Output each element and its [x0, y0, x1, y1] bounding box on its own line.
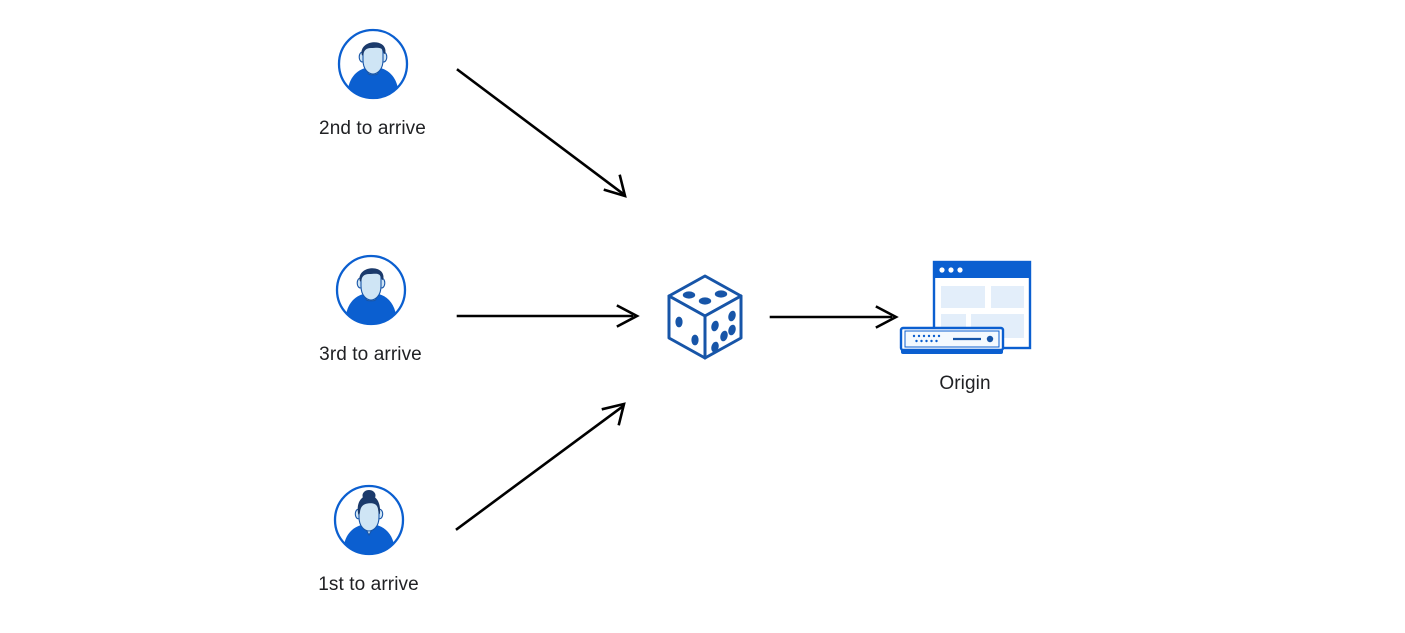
- node-label-visitor-1st: 1st to arrive: [318, 574, 419, 595]
- user-avatar-icon: [334, 253, 408, 327]
- user-avatar-icon: [336, 27, 410, 101]
- dice-icon: [661, 270, 745, 360]
- node-label-origin: Origin: [939, 373, 991, 394]
- arrow-1st-to-dice: [455, 402, 626, 531]
- node-visitor-2nd: 2nd to arrive: [300, 27, 445, 141]
- node-origin-server: Origin: [898, 258, 1032, 396]
- node-visitor-3rd: 3rd to arrive: [298, 253, 443, 367]
- arrow-dice-to-origin: [769, 305, 899, 329]
- node-label-visitor-3rd: 3rd to arrive: [319, 344, 422, 365]
- origin-server-icon: [899, 258, 1032, 360]
- node-label-visitor-2nd: 2nd to arrive: [319, 118, 426, 139]
- arrow-3rd-to-dice: [456, 304, 640, 328]
- user-avatar-icon: [332, 483, 406, 557]
- node-visitor-1st: 1st to arrive: [296, 483, 441, 597]
- node-randomizer: [658, 270, 748, 360]
- server-device-icon: [899, 326, 1005, 354]
- arrow-2nd-to-dice: [456, 68, 627, 198]
